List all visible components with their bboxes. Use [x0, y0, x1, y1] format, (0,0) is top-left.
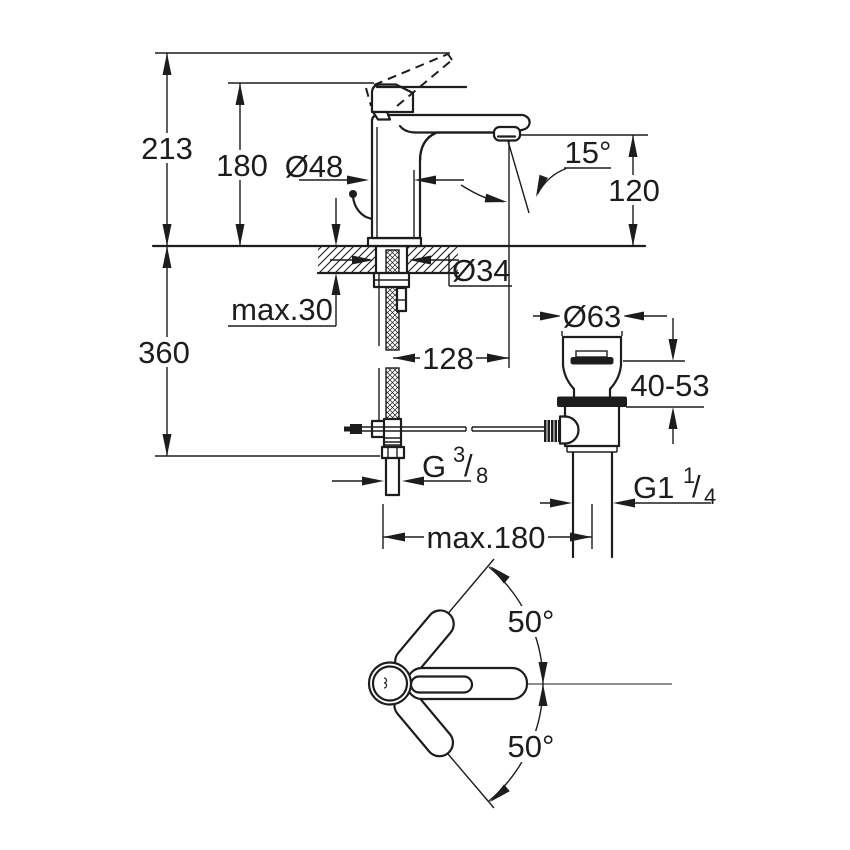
plan-view: 50° 50°: [367, 558, 672, 809]
dim-spout-reach-label: 128: [422, 341, 474, 376]
dim-max-spread-label: max.180: [427, 520, 546, 555]
label-masks: [138, 133, 710, 552]
supply-tube: [384, 456, 401, 497]
dim-supply-thread-label: G 3 / 8: [422, 442, 488, 488]
drain-assembly: [544, 335, 627, 559]
pop-up-knob: [351, 195, 374, 221]
dim-waste-thread-label: G1 1 / 4: [633, 463, 716, 509]
dimension-arrows: [162, 53, 678, 542]
drain-plug: [570, 357, 614, 365]
aerator: [492, 125, 522, 142]
swivel-angle-down-label: 50°: [508, 729, 555, 764]
dim-base-diameter-label: Ø48: [285, 149, 344, 184]
hose-end-fitting: [382, 417, 403, 449]
drain-gasket: [557, 396, 627, 407]
handle-base: [370, 83, 415, 114]
faucet-base: [366, 236, 423, 248]
dim-waste-flange-label: Ø63: [563, 299, 622, 334]
water-stream-line: [507, 140, 530, 214]
raised-lever-dashed: [365, 53, 453, 107]
faucet-body: [349, 53, 531, 248]
dim-waste-range-label: 40-53: [630, 368, 709, 403]
brand-mark: [383, 677, 388, 689]
dim-deck-thickness-label: max.30: [231, 292, 333, 327]
supply-nut: [380, 445, 406, 460]
pop-up-linkage: [344, 424, 546, 434]
side-view: 213 180 Ø48 15° 120 max.30 Ø34 360 128 Ø…: [138, 52, 716, 559]
dim-lever-height-label: 180: [216, 148, 268, 183]
flexible-hose: [385, 367, 400, 420]
body-plan: [367, 661, 413, 706]
dim-depth-label: 360: [138, 335, 190, 370]
dim-hole-diameter-label: Ø34: [452, 253, 511, 288]
swivel-angle-up-label: 50°: [508, 604, 555, 639]
dim-spout-height-label: 120: [608, 173, 660, 208]
drain-knob: [544, 420, 560, 442]
handle-plan: [405, 666, 529, 701]
shank-and-supply: [370, 244, 411, 497]
spout-seam: [398, 124, 496, 134]
dim-aerator-angle-label: 15°: [565, 135, 612, 170]
dimension-lines: [155, 52, 711, 549]
dim-overall-height-label: 213: [141, 131, 193, 166]
